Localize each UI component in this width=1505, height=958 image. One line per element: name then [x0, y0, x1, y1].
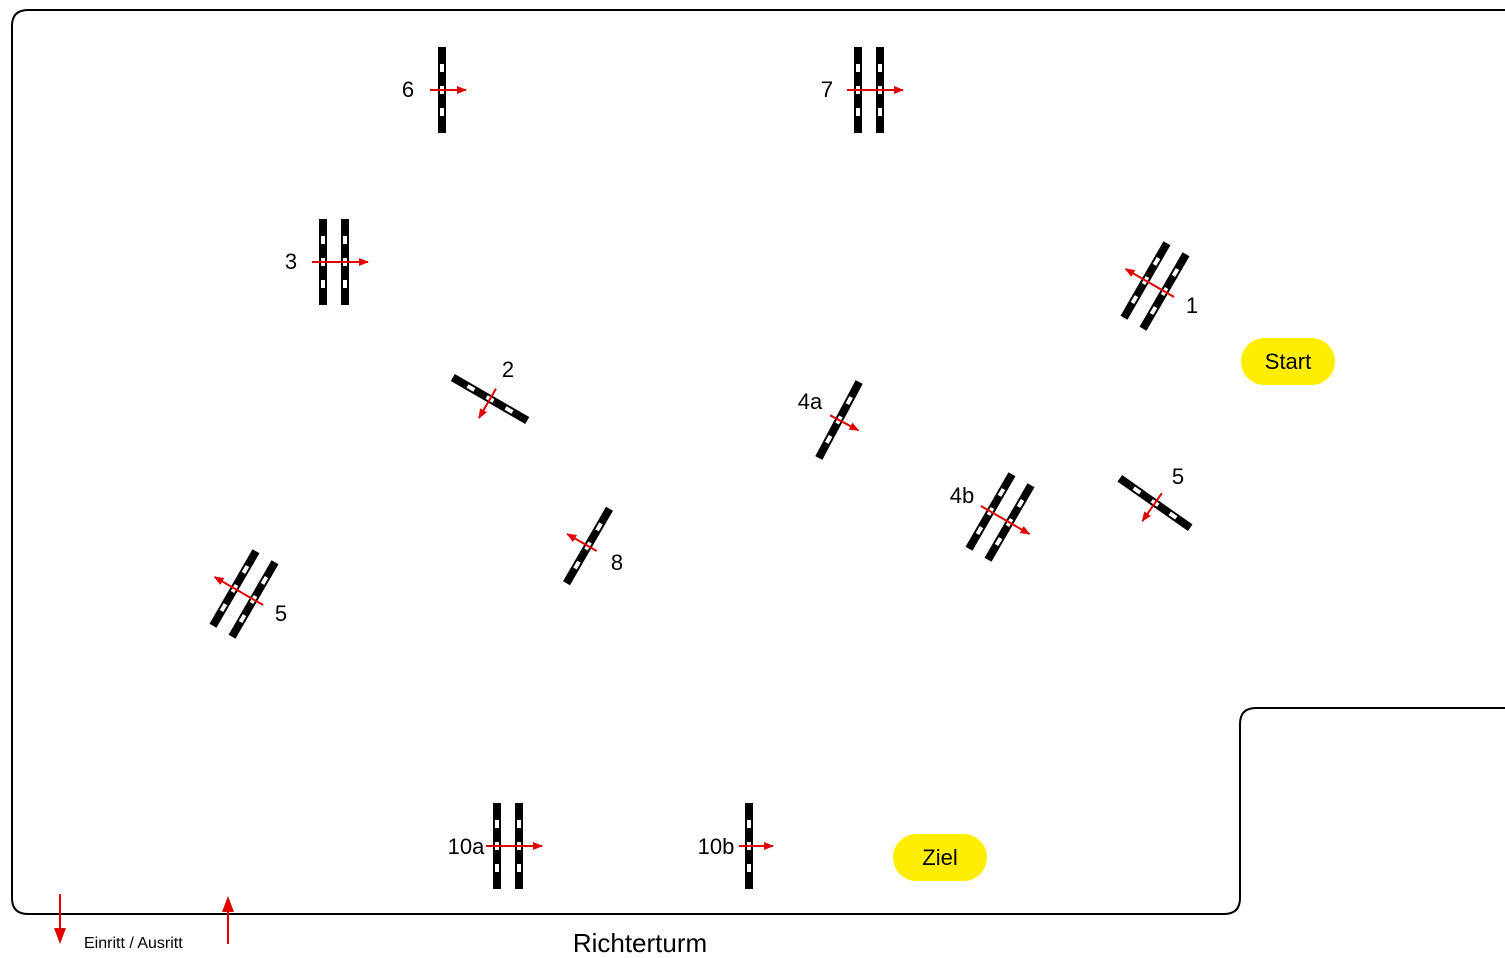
finish-marker: Ziel — [893, 834, 987, 881]
obstacle-9: 8 — [563, 506, 623, 586]
obstacle-3: 3 — [285, 219, 369, 305]
obstacle-label: 6 — [402, 77, 414, 102]
obstacle-label: 10b — [698, 834, 735, 859]
entry-exit-label: Einritt / Ausritt — [84, 935, 183, 952]
obstacle-label: 10a — [448, 834, 485, 859]
obstacle-label: 3 — [285, 249, 297, 274]
obstacle-4a: 4a — [798, 380, 863, 460]
obstacle-label: 5 — [275, 601, 287, 626]
obstacle-label: 1 — [1186, 293, 1198, 318]
entry-arrow-icon — [54, 894, 66, 944]
obstacle-label: 2 — [502, 357, 514, 382]
obstacle-1: 1 — [1120, 241, 1198, 331]
obstacle-label: 8 — [611, 550, 623, 575]
obstacle-10b: 10b — [698, 803, 774, 889]
finish-label: Ziel — [922, 845, 957, 870]
judge-tower-label: Richterturm — [573, 928, 707, 958]
obstacle-7: 6 — [402, 47, 467, 133]
obstacle-6: 5 — [209, 549, 287, 639]
start-label: Start — [1265, 349, 1311, 374]
exit-arrow-icon — [222, 896, 234, 944]
obstacle-label: 5 — [1172, 464, 1184, 489]
obstacle-label: 4a — [798, 389, 823, 414]
obstacle-10a: 10a — [448, 803, 543, 889]
obstacle-2: 2 — [450, 357, 530, 424]
obstacle-4b: 4b — [950, 472, 1035, 562]
arena-boundary — [11, 9, 1505, 915]
obstacle-label: 7 — [821, 77, 833, 102]
obstacle-5: 5 — [1117, 464, 1193, 531]
start-marker: Start — [1241, 338, 1335, 385]
obstacle-8: 7 — [821, 47, 904, 133]
obstacle-label: 4b — [950, 483, 974, 508]
